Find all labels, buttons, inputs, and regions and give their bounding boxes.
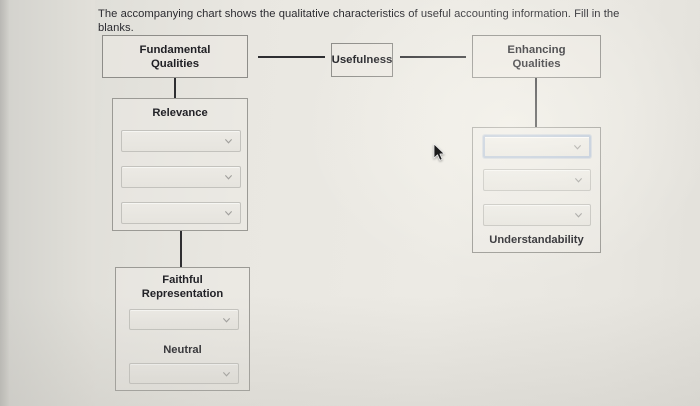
relevance-dropdown-3[interactable] [121,202,241,224]
group-enhancing-qualities: Understandability [472,127,601,253]
chevron-down-icon [222,369,231,378]
enhancing-dropdown-1[interactable] [483,135,591,158]
faithful-dropdown-2[interactable] [129,363,239,384]
page-left-shading-band [9,0,95,406]
chevron-down-icon [224,173,233,182]
relevance-dropdown-2[interactable] [121,166,241,188]
group-faithful-representation: Faithful Representation Neutral [115,267,250,391]
chevron-down-icon [573,142,582,151]
node-enhancing-qualities: Enhancing Qualities [472,35,601,78]
node-fundamental-qualities: Fundamental Qualities [102,35,248,78]
node-usefulness-label: Usefulness [331,54,393,66]
connector-usefulness-to-enhancing [400,56,466,58]
relevance-dropdown-1[interactable] [121,130,241,152]
node-fundamental-qualities-line1: Fundamental [139,43,211,56]
connector-fundamental-to-usefulness [258,56,325,58]
group-faithful-title-line1: Faithful [162,274,203,286]
chevron-down-icon [224,137,233,146]
question-prompt: The accompanying chart shows the qualita… [98,8,620,34]
chevron-down-icon [574,176,583,185]
faithful-inner-label-neutral: Neutral [163,344,202,356]
node-enhancing-qualities-line2: Qualities [512,57,561,70]
chevron-down-icon [224,209,233,218]
connector-enhancing-down [535,78,537,127]
connector-fundamental-down [174,78,176,98]
page-left-shadow-edge [0,0,9,406]
mouse-cursor-arrow [433,143,446,162]
photo-bottom-shading [0,296,700,406]
chevron-down-icon [574,211,583,220]
enhancing-dropdown-2[interactable] [483,169,591,191]
connector-relevance-to-faithful [180,230,182,267]
group-faithful-title-line2: Representation [141,288,224,300]
enhancing-inner-label-understandability: Understandability [489,234,584,246]
node-usefulness: Usefulness [331,43,393,77]
group-relevance-title: Relevance [152,107,208,119]
group-relevance: Relevance [112,98,248,231]
node-enhancing-qualities-line1: Enhancing [507,43,566,56]
faithful-dropdown-1[interactable] [129,309,239,330]
chevron-down-icon [222,315,231,324]
node-fundamental-qualities-line2: Qualities [150,57,200,70]
enhancing-dropdown-3[interactable] [483,204,591,226]
